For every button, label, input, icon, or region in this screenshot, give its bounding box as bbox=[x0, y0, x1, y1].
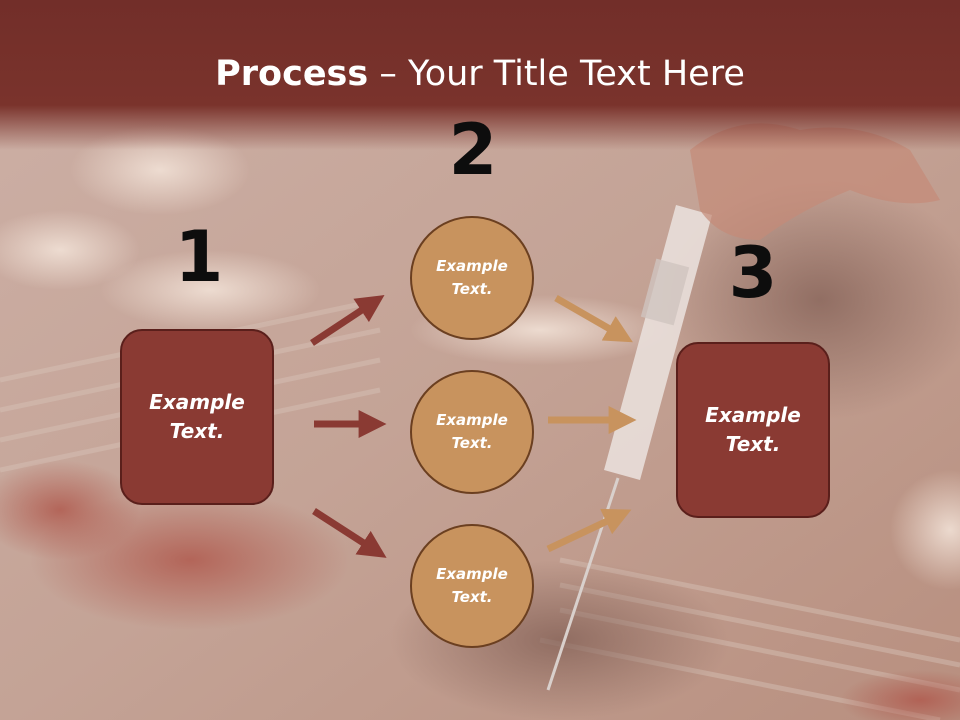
circle-middle-text-line1: Example bbox=[436, 411, 508, 429]
title-bold: Process bbox=[215, 54, 369, 94]
step-number-2: 2 bbox=[448, 109, 498, 191]
step-3-text-line2: Text. bbox=[725, 432, 781, 456]
step-3-text-line1: Example bbox=[705, 403, 801, 427]
title-rest: – Your Title Text Here bbox=[368, 54, 745, 94]
step-1-text-line2: Text. bbox=[169, 419, 225, 443]
step-1-text-line1: Example bbox=[149, 390, 245, 414]
arrow-top-to-3 bbox=[554, 294, 633, 343]
circle-top-text-line1: Example bbox=[436, 257, 508, 275]
title-band bbox=[0, 0, 960, 150]
circle-bottom-text-line1: Example bbox=[436, 565, 508, 583]
arrow-1-to-top bbox=[310, 295, 385, 346]
arrow-bottom-to-3 bbox=[546, 508, 632, 553]
step-number-1: 1 bbox=[174, 216, 224, 298]
circle-top-text-line2: Text. bbox=[451, 280, 493, 298]
step-number-3: 3 bbox=[728, 232, 778, 314]
circle-middle-text-line2: Text. bbox=[451, 434, 493, 452]
page-title: Process – Your Title Text Here bbox=[0, 52, 960, 96]
arrow-1-to-bottom bbox=[312, 508, 387, 558]
circle-bottom-text-line2: Text. bbox=[451, 588, 493, 606]
